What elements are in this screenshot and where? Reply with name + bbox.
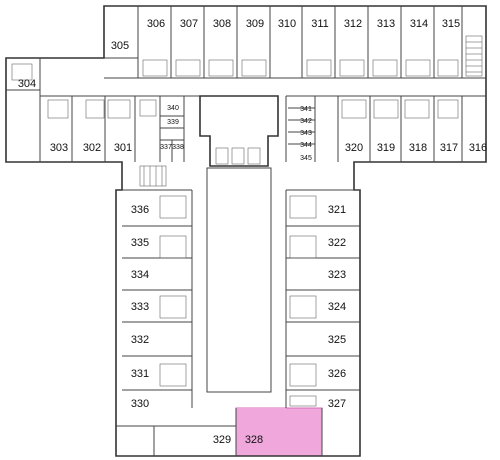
- room-304[interactable]: 304: [18, 78, 36, 90]
- room-339[interactable]: 339: [167, 119, 179, 126]
- south-right-rooms: [235, 189, 360, 456]
- room-330[interactable]: 330: [131, 398, 149, 410]
- room-310[interactable]: 310: [278, 18, 296, 30]
- room-317[interactable]: 317: [440, 142, 458, 154]
- room-335[interactable]: 335: [131, 237, 149, 249]
- central-atrium: [199, 95, 279, 393]
- top-wing-rooms: [104, 6, 486, 79]
- room-342[interactable]: 342: [300, 118, 312, 125]
- room-308[interactable]: 308: [213, 18, 231, 30]
- room-303[interactable]: 303: [50, 142, 68, 154]
- room-325[interactable]: 325: [328, 334, 346, 346]
- room-332[interactable]: 332: [131, 334, 149, 346]
- room-311[interactable]: 311: [311, 18, 329, 30]
- room-328[interactable]: 328: [245, 434, 263, 446]
- room-314[interactable]: 314: [410, 18, 428, 30]
- room-331[interactable]: 331: [131, 368, 149, 380]
- room-316[interactable]: 316: [469, 142, 487, 154]
- room-344[interactable]: 344: [300, 142, 312, 149]
- south-left-rooms: [116, 165, 236, 456]
- room-309[interactable]: 309: [246, 18, 264, 30]
- room-326[interactable]: 326: [328, 368, 346, 380]
- room-345[interactable]: 345: [300, 155, 312, 162]
- room-337[interactable]: 337: [160, 144, 172, 151]
- room-321[interactable]: 321: [328, 204, 346, 216]
- room-324[interactable]: 324: [328, 301, 346, 313]
- room-305[interactable]: 305: [111, 40, 129, 52]
- room-318[interactable]: 318: [409, 142, 427, 154]
- room-301[interactable]: 301: [114, 142, 132, 154]
- room-333[interactable]: 333: [131, 301, 149, 313]
- room-307[interactable]: 307: [180, 18, 198, 30]
- room-302[interactable]: 302: [83, 142, 101, 154]
- room-306[interactable]: 306: [147, 18, 165, 30]
- room-338[interactable]: 338: [172, 144, 184, 151]
- room-340[interactable]: 340: [167, 105, 179, 112]
- building-outline: [5, 5, 487, 457]
- room-319[interactable]: 319: [377, 142, 395, 154]
- room-320[interactable]: 320: [345, 142, 363, 154]
- room-315[interactable]: 315: [442, 18, 460, 30]
- room-341[interactable]: 341: [300, 106, 312, 113]
- right-wing-rooms: [285, 95, 486, 162]
- room-312[interactable]: 312: [344, 18, 362, 30]
- room-334[interactable]: 334: [131, 269, 149, 281]
- room-322[interactable]: 322: [328, 237, 346, 249]
- room-343[interactable]: 343: [300, 130, 312, 137]
- room-328-highlight-upper: [236, 408, 286, 428]
- room-336[interactable]: 336: [131, 204, 149, 216]
- left-wing-rooms: [6, 58, 200, 162]
- room-labels: 304 305 306 307 308 309 310 311 312 313 …: [18, 18, 487, 446]
- room-323[interactable]: 323: [328, 269, 346, 281]
- room-327[interactable]: 327: [328, 398, 346, 410]
- room-329[interactable]: 329: [213, 434, 231, 446]
- room-313[interactable]: 313: [377, 18, 395, 30]
